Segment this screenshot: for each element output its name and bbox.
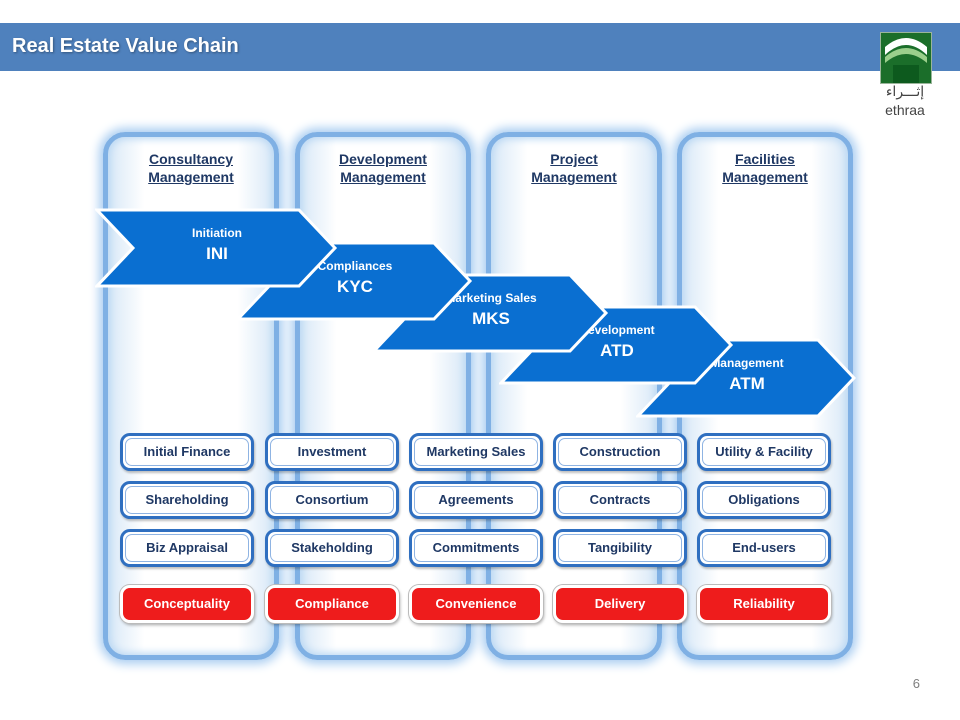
activity-box: Stakeholding — [265, 529, 399, 567]
value-box: Convenience — [409, 585, 543, 623]
logo-latin-text: ethraa — [885, 102, 925, 118]
phase-label: Marketing Sales — [445, 291, 537, 305]
value-box: Reliability — [697, 585, 831, 623]
phase-code: MKS — [472, 309, 510, 328]
activity-box: Commitments — [409, 529, 543, 567]
phase-code: KYC — [337, 277, 373, 296]
ethraa-logo: إثـــراء ethraa — [874, 28, 936, 120]
activity-box: Investment — [265, 433, 399, 471]
phase-code: ATM — [729, 374, 765, 393]
activity-box: Marketing Sales — [409, 433, 543, 471]
activity-box: Utility & Facility — [697, 433, 831, 471]
header-bar: Real Estate Value Chain — [0, 23, 960, 71]
logo-arabic-text: إثـــراء — [885, 84, 925, 100]
activity-box: Consortium — [265, 481, 399, 519]
activity-box: Agreements — [409, 481, 543, 519]
activity-box: Contracts — [553, 481, 687, 519]
phase-code: INI — [206, 244, 228, 263]
activity-box: Shareholding — [120, 481, 254, 519]
phase-label: Development — [579, 323, 655, 337]
activity-box: Construction — [553, 433, 687, 471]
value-box: Delivery — [553, 585, 687, 623]
page-number: 6 — [912, 676, 920, 691]
phase-label: Compliances — [317, 259, 393, 273]
phase-chevron-ini: Initiation INI — [95, 208, 339, 288]
phase-label: Initiation — [192, 226, 242, 240]
logo-emblem-icon — [880, 32, 932, 84]
column-project — [486, 132, 662, 660]
phase-label: Management — [710, 356, 784, 370]
column-development — [295, 132, 471, 660]
value-box: Conceptuality — [120, 585, 254, 623]
activity-box: Obligations — [697, 481, 831, 519]
activity-box: End-users — [697, 529, 831, 567]
activity-box: Initial Finance — [120, 433, 254, 471]
activity-box: Tangibility — [553, 529, 687, 567]
slide-title: Real Estate Value Chain — [12, 35, 239, 57]
value-box: Compliance — [265, 585, 399, 623]
phase-code: ATD — [600, 341, 634, 360]
activity-box: Biz Appraisal — [120, 529, 254, 567]
